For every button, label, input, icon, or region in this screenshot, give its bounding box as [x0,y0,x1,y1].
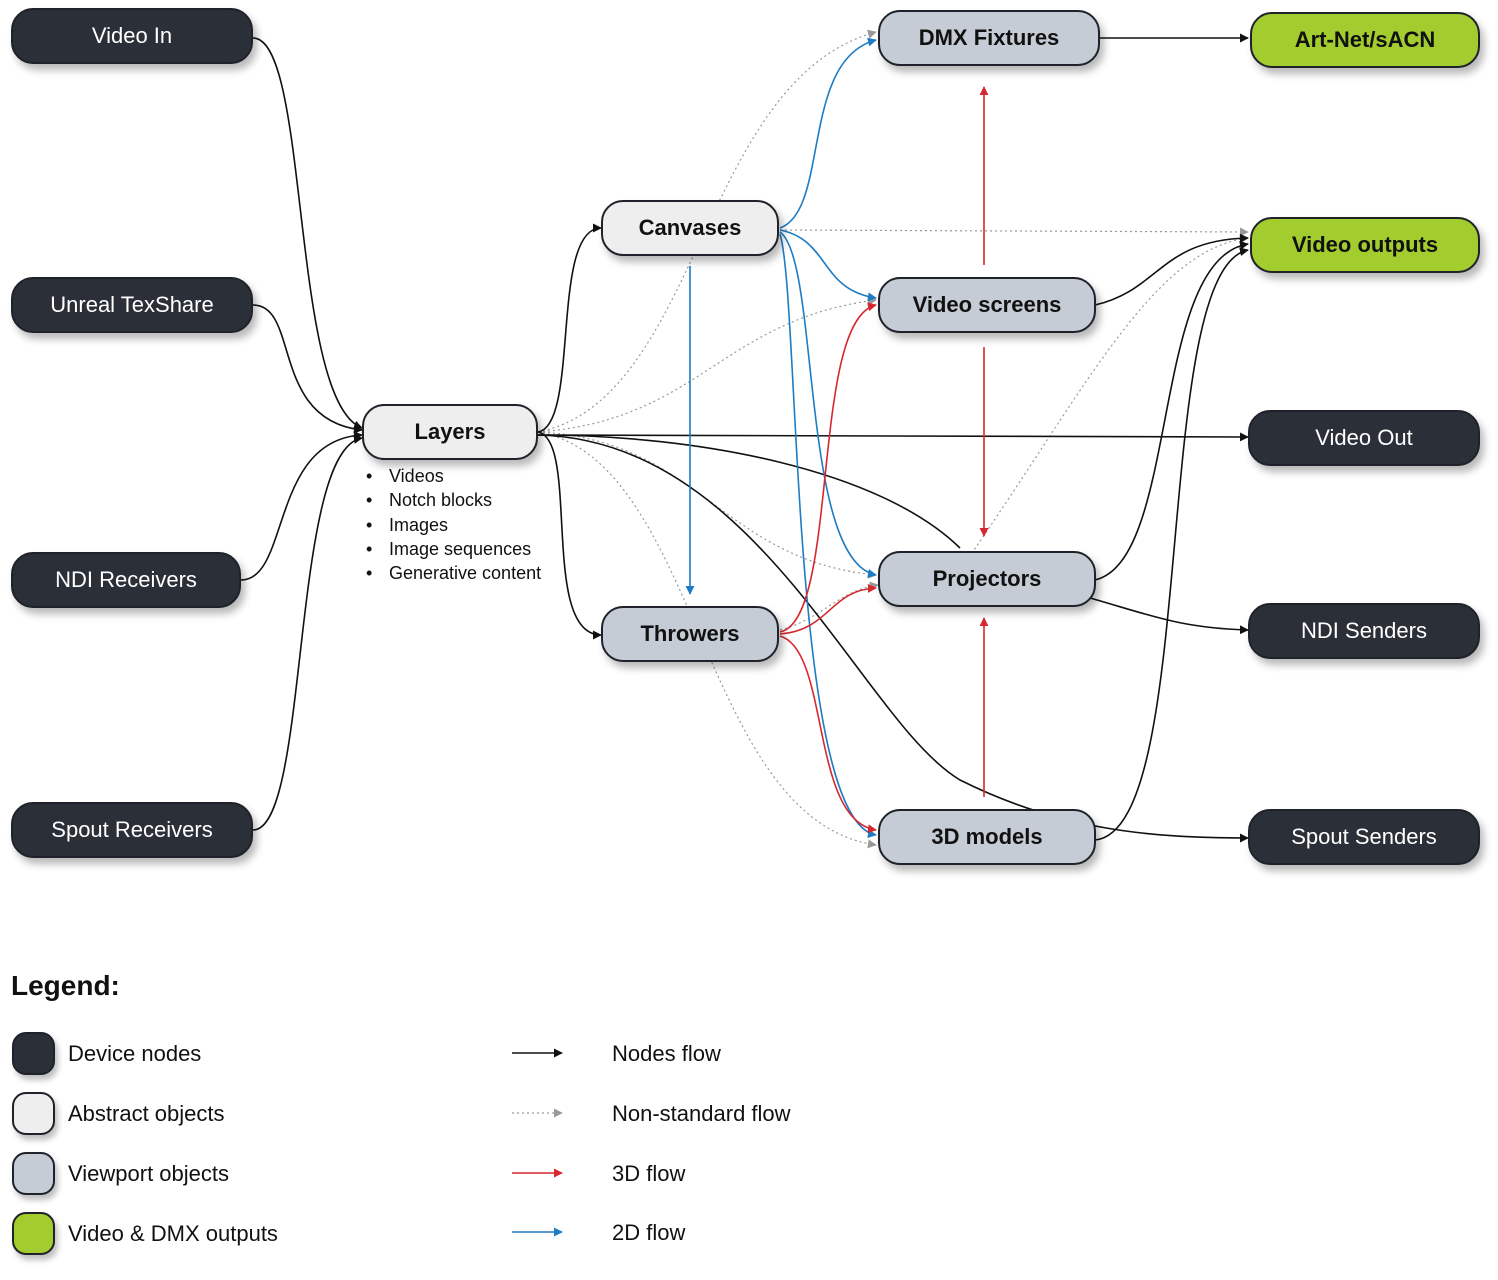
flow-throwers-projectors [779,583,877,635]
throwers-node: Throwers [601,606,779,662]
ndi-senders-node: NDI Senders [1248,603,1480,659]
legend-viewport-objects-label: Viewport objects [68,1161,230,1186]
spout-receivers-node: Spout Receivers [11,802,253,858]
video-in-label: Video In [91,23,173,48]
layer-contents-item: Videos [366,464,541,488]
legend-2d-flow-label: 2D flow [612,1220,686,1245]
flow-canvases-dmx-fixtures [779,37,877,229]
legend-outputs-label: Video & DMX outputs [68,1221,278,1246]
unreal-texshare-node: Unreal TexShare [11,277,253,333]
projectors-node: Projectors [878,551,1096,607]
layers-label: Layers [414,419,486,444]
spout-receivers-label: Spout Receivers [51,817,213,842]
flow-layers-projectors [537,431,877,579]
legend-nodes-flow-label: Nodes flow [612,1041,721,1066]
flow-canvases-video-screens [779,229,877,302]
3d-flows [779,86,989,834]
3d-models-label: 3D models [931,824,1043,849]
ndi-receivers-node: NDI Receivers [11,552,241,608]
flow-layers-video-screens [537,296,877,433]
legend-3d-flow-label: 3D flow [612,1161,686,1186]
flow-canvases-video-outputs [779,227,1249,237]
nodes-flows [240,33,1249,843]
flow-projectors-video-outputs [959,234,1249,571]
viewport-objects-swatch [12,1152,55,1195]
legend-arrows [512,1048,563,1237]
layer-contents-item: Notch blocks [366,488,541,512]
abstract-objects-swatch [12,1092,55,1135]
projectors-label: Projectors [932,566,1042,591]
layer-contents-item: Images [366,513,541,537]
layer-contents-list: Videos Notch blocks Images Image sequenc… [366,464,541,585]
dmx-fixtures-node: DMX Fixtures [878,10,1100,66]
flow-layers-canvases [537,223,602,433]
3d-models-node: 3D models [878,809,1096,865]
legend-abstract-objects-label: Abstract objects [68,1101,225,1126]
flow-layers-video-out [537,432,1249,442]
video-out-node: Video Out [1248,410,1480,466]
flow-unreal-layers [252,304,363,434]
throwers-label: Throwers [640,621,740,646]
flow-projectors-video-outputs [1094,240,1249,581]
video-screens-label: Video screens [912,292,1062,317]
device-nodes-swatch [12,1032,55,1075]
2d-flows [685,37,877,838]
flow-canvases-projectors [779,231,877,578]
artnet-sacn-label: Art-Net/sACN [1294,27,1436,52]
flow-throwers-3d-models [779,635,877,834]
legend-device-nodes-label: Device nodes [68,1041,202,1066]
legend-non-standard-flow-label: Non-standard flow [612,1101,791,1126]
outputs-swatch [12,1212,55,1255]
flow-spout-receivers-layers [252,434,363,831]
video-outputs-node: Video outputs [1250,217,1480,273]
flow-projectors-ndi-senders [1089,597,1249,635]
video-outputs-label: Video outputs [1291,232,1439,257]
flow-throwers-projectors [779,581,879,631]
non-standard-flows [537,29,1249,849]
layer-contents-item: Generative content [366,561,541,585]
layer-contents-item: Image sequences [366,537,541,561]
ndi-senders-label: NDI Senders [1301,618,1427,643]
video-screens-node: Video screens [878,277,1096,333]
canvases-node: Canvases [601,200,779,256]
flow-layers-spout-senders [537,434,1249,843]
artnet-sacn-node: Art-Net/sACN [1250,12,1480,68]
video-out-label: Video Out [1315,425,1413,450]
unreal-texshare-label: Unreal TexShare [50,292,214,317]
flow-ndi-receivers-layers [240,430,363,581]
legend-title: Legend: [11,970,120,1001]
canvases-label: Canvases [638,215,742,240]
flow-video-screens-video-outputs [1094,233,1249,306]
dmx-fixtures-label: DMX Fixtures [918,25,1060,50]
spout-senders-node: Spout Senders [1248,809,1480,865]
layers-node: Layers [362,404,538,460]
flow-canvases-3d-models [779,233,877,838]
flow-layers-throwers [537,431,602,640]
flow-layers-projectors-black [537,434,961,549]
video-in-node: Video In [11,8,253,64]
spout-senders-label: Spout Senders [1291,824,1437,849]
ndi-receivers-label: NDI Receivers [55,567,197,592]
flow-throwers-video-screens [779,302,877,633]
flow-3d-models-video-outputs [1094,247,1249,841]
flow-video-in-layers [252,37,363,430]
